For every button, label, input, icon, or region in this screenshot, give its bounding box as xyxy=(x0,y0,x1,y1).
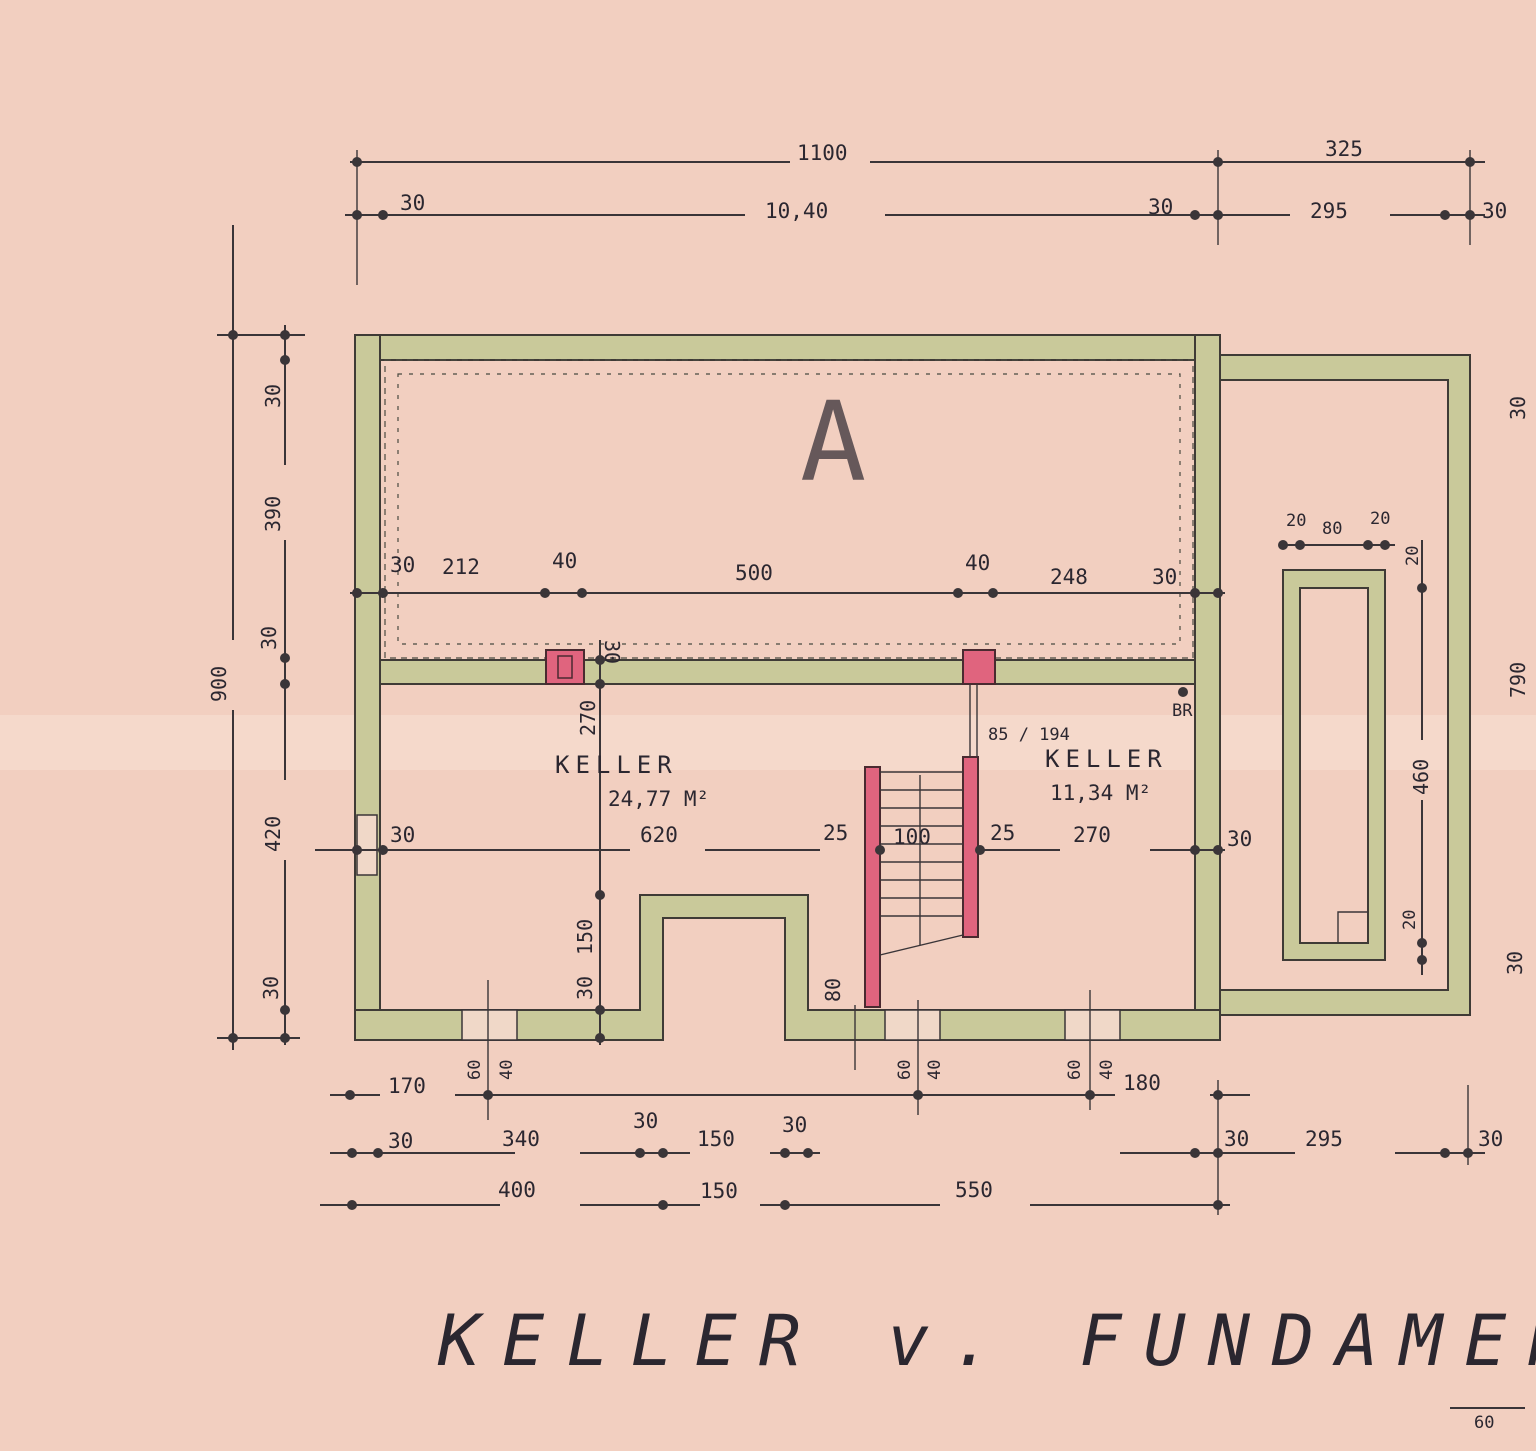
dim-left-a: 30 xyxy=(261,384,285,408)
dim-top-total: 1100 xyxy=(797,141,848,165)
dim-top2-a: 30 xyxy=(400,191,425,215)
dim-bot2-c: 30 xyxy=(633,1109,658,1133)
room-2-area: 11,34 M² xyxy=(1050,781,1151,805)
paper-fold xyxy=(0,715,1536,770)
dim-left-e: 30 xyxy=(259,976,283,1000)
dim-mid-g: 30 xyxy=(1152,565,1177,589)
wall-middle xyxy=(379,659,1196,685)
dim-left-total: 900 xyxy=(207,666,231,702)
window3-w: 40 xyxy=(1097,1060,1117,1080)
dim-inner-e: 80 xyxy=(821,978,845,1002)
dim-row620-f: 270 xyxy=(1073,823,1111,847)
dimension-ticks xyxy=(228,157,1475,1210)
dim-corner-bottom: 60 xyxy=(1474,1413,1494,1433)
dim-inner-b: 270 xyxy=(576,700,600,736)
dim-right-a: 30 xyxy=(1506,396,1530,420)
window1-h: 60 xyxy=(465,1060,485,1080)
dim-bot2-h: 30 xyxy=(1478,1127,1503,1151)
dim-right-c: 30 xyxy=(1503,951,1527,975)
pit-dim-c: 20 xyxy=(1370,509,1390,529)
stamp-letter: A xyxy=(800,378,866,506)
dim-row620-e: 25 xyxy=(990,821,1015,845)
pit-dim-b: 80 xyxy=(1322,519,1342,539)
dim-inner-a: 30 xyxy=(600,640,624,664)
dim-bot3-c: 550 xyxy=(955,1178,993,1202)
dim-bot2-a: 30 xyxy=(388,1129,413,1153)
dim-bot1-a: 170 xyxy=(388,1074,426,1098)
stairs xyxy=(864,684,979,1008)
chimney-left xyxy=(545,649,585,685)
dim-row620-c: 25 xyxy=(823,821,848,845)
dim-bot2-b: 340 xyxy=(502,1127,540,1151)
dim-bot2-g: 295 xyxy=(1305,1127,1343,1151)
dim-bot3-b: 150 xyxy=(700,1179,738,1203)
dim-row620-b: 620 xyxy=(640,823,678,847)
wall-east xyxy=(1194,334,1221,1041)
window2-h: 60 xyxy=(895,1060,915,1080)
dim-top-annex: 325 xyxy=(1325,137,1363,161)
wall-north xyxy=(354,334,1221,361)
dim-top2-c: 30 xyxy=(1148,195,1173,219)
room-1-area: 24,77 M² xyxy=(608,787,709,811)
dim-top2-e: 30 xyxy=(1482,199,1507,223)
dim-inner-c: 150 xyxy=(573,919,597,955)
walls xyxy=(354,334,1471,1041)
window3-h: 60 xyxy=(1065,1060,1085,1080)
dim-row620-g: 30 xyxy=(1227,827,1252,851)
annex-pit xyxy=(1282,569,1386,961)
foundation-hatching xyxy=(384,359,1194,659)
dim-mid-a: 30 xyxy=(390,553,415,577)
room-1-name: KELLER xyxy=(555,751,678,779)
annex-walls xyxy=(1219,354,1471,1016)
dim-row620-d: 100 xyxy=(893,825,931,849)
br-label: BR xyxy=(1172,701,1193,721)
wall-south xyxy=(354,894,1221,1041)
dim-bot3-a: 400 xyxy=(498,1178,536,1202)
dim-right-b: 790 xyxy=(1506,662,1530,698)
stair-wall-right xyxy=(962,756,979,938)
dim-mid-d: 500 xyxy=(735,561,773,585)
drawing-title: KELLER v. FUNDAMENTE xyxy=(437,1300,1536,1382)
dim-mid-e: 40 xyxy=(965,551,990,575)
window-wells xyxy=(356,814,1121,1041)
window2-w: 40 xyxy=(925,1060,945,1080)
dim-mid-c: 40 xyxy=(552,549,577,573)
dim-bot1-b: 180 xyxy=(1123,1071,1161,1095)
dim-left-b: 390 xyxy=(261,496,285,532)
dim-mid-b: 212 xyxy=(442,555,480,579)
pit-step xyxy=(1337,911,1368,943)
dim-bot2-f: 30 xyxy=(1224,1127,1249,1151)
pit-dim-e: 460 xyxy=(1409,759,1433,795)
dim-left-c: 30 xyxy=(257,626,281,650)
dim-top2-b: 10,40 xyxy=(765,199,828,223)
dim-left-d: 420 xyxy=(261,816,285,852)
dim-row620-a: 30 xyxy=(390,823,415,847)
room-2-name: KELLER xyxy=(1045,745,1168,773)
stair-note: 85 / 194 xyxy=(988,725,1070,745)
chimneys xyxy=(545,649,996,685)
dim-inner-d: 30 xyxy=(573,976,597,1000)
dim-bot2-d: 150 xyxy=(697,1127,735,1151)
pit-dim-a: 20 xyxy=(1286,511,1306,531)
dim-bot2-e: 30 xyxy=(782,1113,807,1137)
window1-w: 40 xyxy=(497,1060,517,1080)
wall-west xyxy=(354,334,381,1041)
pit-dim-d: 20 xyxy=(1403,546,1423,566)
chimney-right xyxy=(962,649,996,685)
dim-mid-f: 248 xyxy=(1050,565,1088,589)
stair-wall-left xyxy=(864,766,881,1008)
dim-top2-d: 295 xyxy=(1310,199,1348,223)
pit-dim-f: 20 xyxy=(1400,910,1420,930)
